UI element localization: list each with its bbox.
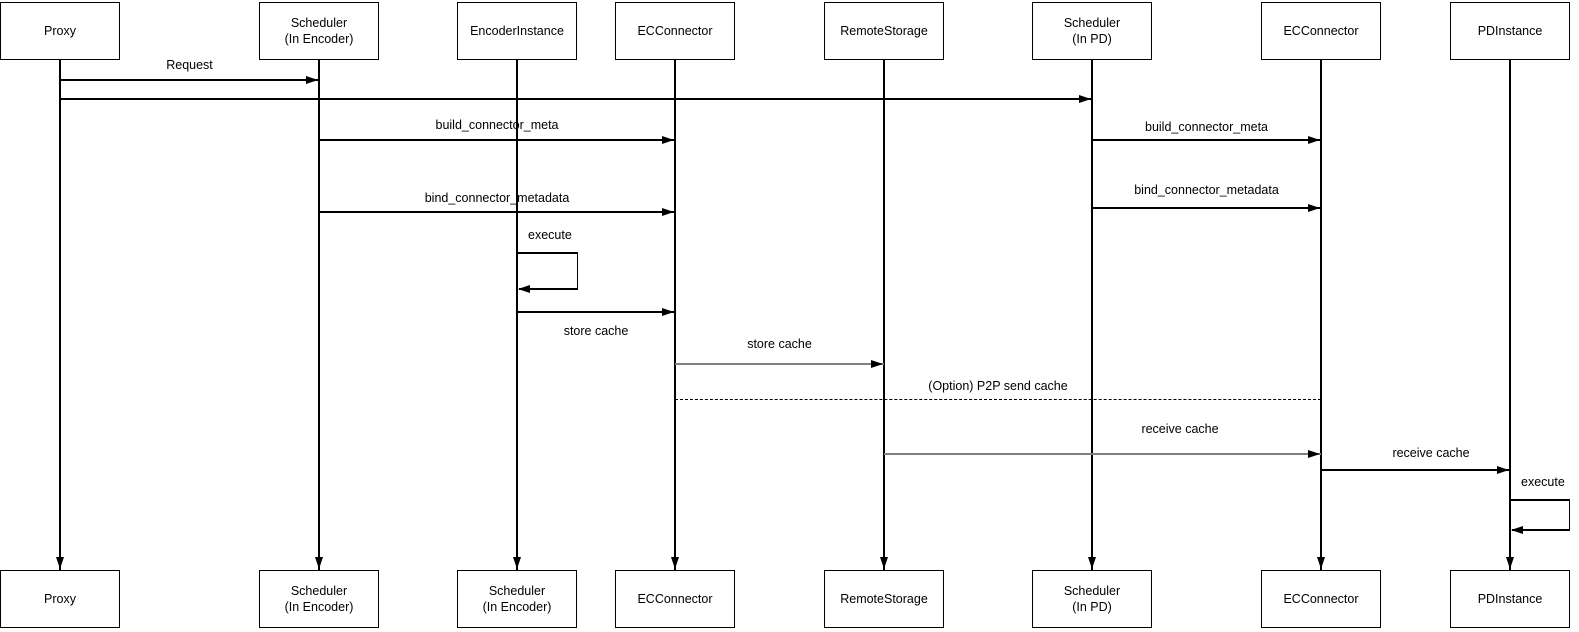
lifeline-remote-storage: [883, 60, 885, 570]
arrowhead-right-icon: [871, 359, 883, 368]
arrowhead-right-icon: [1497, 465, 1509, 474]
message-line-build-connector-meta-encoder: [319, 139, 675, 141]
actor-top-box-proxy: Proxy: [0, 2, 120, 60]
arrowhead-down-icon: [1316, 557, 1325, 569]
message-label-build-connector-meta-pd: build_connector_meta: [1145, 120, 1268, 134]
lifeline-encoder-instance: [516, 60, 518, 570]
actor-top-box-scheduler-pd: Scheduler (In PD): [1032, 2, 1152, 60]
message-line-request: [60, 79, 319, 81]
message-line-receive-cache-remote: [884, 453, 1321, 455]
lifeline-ec-connector-encoder: [674, 60, 676, 570]
self-loop-right: [1568, 499, 1570, 531]
lifeline-scheduler-pd: [1091, 60, 1093, 570]
actor-bottom-box-scheduler-pd: Scheduler (In PD): [1032, 570, 1152, 628]
arrowhead-right-icon: [1079, 94, 1091, 103]
arrowhead-right-icon: [662, 135, 674, 144]
arrowhead-down-icon: [512, 557, 521, 569]
lifeline-proxy: [59, 60, 61, 570]
arrowhead-down-icon: [879, 557, 888, 569]
actor-top-box-scheduler-encoder: Scheduler (In Encoder): [259, 2, 379, 60]
arrowhead-right-icon: [1308, 449, 1320, 458]
arrowhead-right-icon: [662, 307, 674, 316]
actor-bottom-box-encoder-instance: Scheduler (In Encoder): [457, 570, 577, 628]
actor-bottom-box-ec-connector-pd: ECConnector: [1261, 570, 1381, 628]
message-label-store-cache-remote: store cache: [747, 337, 812, 351]
arrowhead-down-icon: [1505, 557, 1514, 569]
arrowhead-down-icon: [670, 557, 679, 569]
arrowhead-left-icon: [1511, 525, 1523, 534]
message-line-bind-connector-metadata-encoder: [319, 211, 675, 213]
message-label-request: Request: [166, 58, 213, 72]
self-loop-bottom: [519, 288, 578, 290]
message-line-forward-request: [60, 98, 1092, 100]
message-label-p2p-send-cache: (Option) P2P send cache: [928, 379, 1068, 393]
arrowhead-right-icon: [1308, 203, 1320, 212]
actor-top-box-ec-connector-encoder: ECConnector: [615, 2, 735, 60]
message-line-build-connector-meta-pd: [1092, 139, 1321, 141]
lifeline-pd-instance: [1509, 60, 1511, 570]
arrowhead-down-icon: [55, 557, 64, 569]
message-label-receive-cache-pd: receive cache: [1392, 446, 1470, 460]
self-loop-top: [1510, 499, 1570, 501]
actor-top-box-remote-storage: RemoteStorage: [824, 2, 944, 60]
message-label-bind-connector-metadata-pd: bind_connector_metadata: [1134, 183, 1279, 197]
message-line-store-cache-remote: [675, 363, 884, 365]
message-line-p2p-send-cache: [675, 399, 1321, 401]
message-label-store-cache-connector: store cache: [563, 324, 629, 338]
actor-top-box-encoder-instance: EncoderInstance: [457, 2, 577, 60]
message-label-execute-encoder: execute: [528, 228, 572, 242]
self-loop-top: [517, 252, 578, 254]
message-label-bind-connector-metadata-encoder: bind_connector_metadata: [424, 191, 570, 205]
message-label-receive-cache-remote: receive cache: [1141, 422, 1219, 436]
actor-bottom-box-proxy: Proxy: [0, 570, 120, 628]
message-line-store-cache-connector: [517, 311, 675, 313]
actor-top-box-pd-instance: PDInstance: [1450, 2, 1570, 60]
lifeline-scheduler-encoder: [318, 60, 320, 570]
actor-bottom-box-remote-storage: RemoteStorage: [824, 570, 944, 628]
actor-bottom-box-ec-connector-encoder: ECConnector: [615, 570, 735, 628]
actor-bottom-box-scheduler-encoder: Scheduler (In Encoder): [259, 570, 379, 628]
arrowhead-right-icon: [662, 207, 674, 216]
lifeline-ec-connector-pd: [1320, 60, 1322, 570]
message-label-build-connector-meta-encoder: build_connector_meta: [435, 118, 559, 132]
arrowhead-right-icon: [1308, 135, 1320, 144]
arrowhead-left-icon: [518, 284, 530, 293]
message-line-bind-connector-metadata-pd: [1092, 207, 1321, 209]
message-line-receive-cache-pd: [1321, 469, 1510, 471]
arrowhead-right-icon: [306, 75, 318, 84]
arrowhead-down-icon: [314, 557, 323, 569]
message-label-execute-pd: execute: [1521, 475, 1565, 489]
arrowhead-down-icon: [1087, 557, 1096, 569]
self-loop-bottom: [1512, 529, 1570, 531]
actor-bottom-box-pd-instance: PDInstance: [1450, 570, 1570, 628]
actor-top-box-ec-connector-pd: ECConnector: [1261, 2, 1381, 60]
self-loop-right: [576, 252, 578, 290]
